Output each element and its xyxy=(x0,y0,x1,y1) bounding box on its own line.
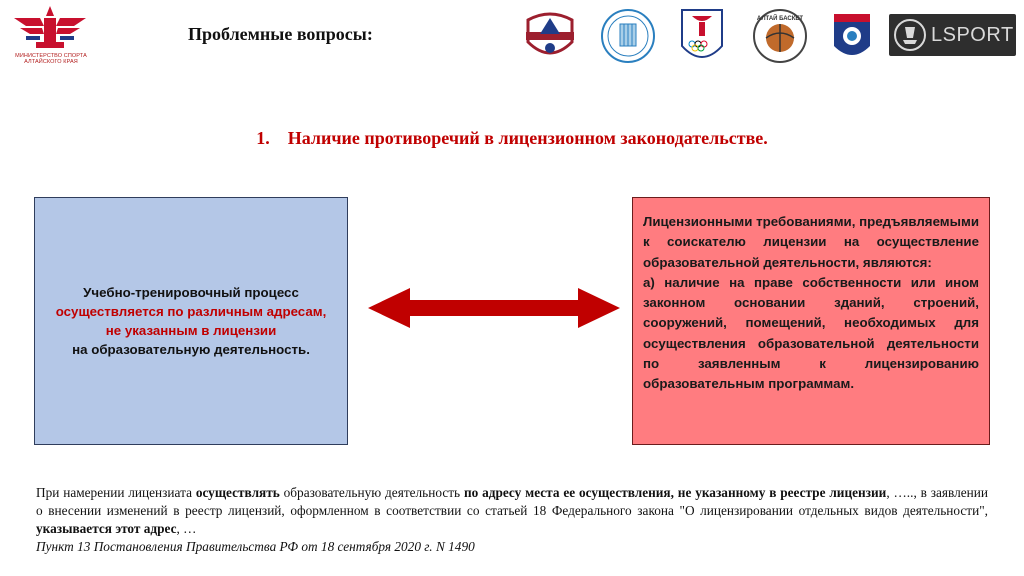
footer-b2: по адресу места ее осуществления, не ука… xyxy=(463,485,887,500)
footer-note: При намерении лицензиата осуществлять об… xyxy=(36,484,988,556)
partner-logo-2-icon xyxy=(600,6,656,71)
footer-s3: , ….., в заявлении о внесении изменений … xyxy=(36,485,988,518)
section-heading: 1. Наличие противоречий в лицензионном за… xyxy=(0,128,1024,149)
altai-basket-text: АЛТАЙ БАСКЕТ xyxy=(757,14,803,22)
partner-logo-3-icon xyxy=(678,6,726,73)
right-box: Лицензионными требованиями, предъявляемы… xyxy=(632,197,990,445)
section-heading-text: Наличие противоречий в лицензионном зако… xyxy=(287,128,768,148)
partner-logo-5-icon xyxy=(832,6,872,71)
ministry-logo-icon xyxy=(6,4,94,70)
footer-s2: образовательную деятельность xyxy=(279,485,464,500)
partner-logos: АЛТАЙ БАСКЕТ LSPORT xyxy=(522,6,1016,66)
lsport-text: LSPORT xyxy=(931,23,1014,46)
footer-b1: осуществлять xyxy=(195,485,280,500)
footer-s1: При намерении лицензиата xyxy=(36,485,196,500)
left-box-text-red: осуществляется по различным адресам, не … xyxy=(55,304,327,338)
page-title: Проблемные вопросы: xyxy=(188,24,373,44)
footer-s4: , … xyxy=(176,521,197,536)
left-box: Учебно-тренировочный процесс осуществляе… xyxy=(34,197,348,445)
partner-logo-1-icon xyxy=(522,6,578,71)
ministry-caption: Министерство спорта Алтайского края xyxy=(15,53,87,65)
right-box-intro: Лицензионными требованиями, предъявляемы… xyxy=(643,214,979,270)
left-box-text-1: Учебно-тренировочный процесс xyxy=(83,285,299,300)
lsport-logo-icon: LSPORT xyxy=(889,14,1016,56)
left-box-text-3: на образовательную деятельность. xyxy=(72,342,310,357)
footer-reference: Пункт 13 Постановления Правительства РФ … xyxy=(36,539,475,554)
section-number: 1. xyxy=(256,128,270,148)
footer-b3: указывается этот адрес xyxy=(36,521,177,536)
right-box-item-a: а) наличие на праве собственности или ин… xyxy=(643,274,979,392)
double-arrow-icon xyxy=(368,288,620,328)
partner-logo-4-icon: АЛТАЙ БАСКЕТ xyxy=(752,6,808,71)
